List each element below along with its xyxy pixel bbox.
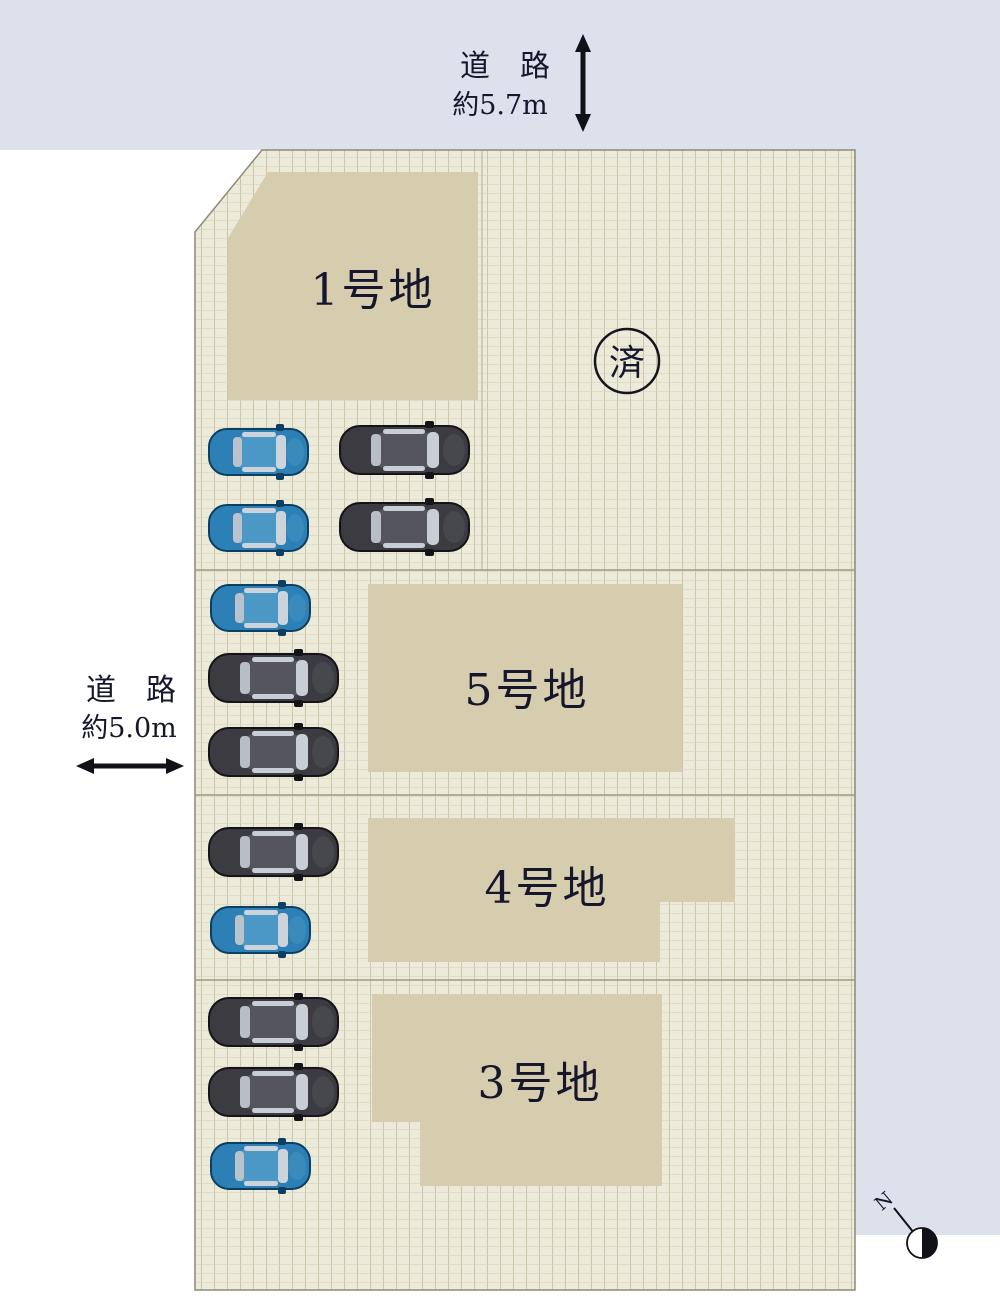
top-road-arrow-icon: [575, 34, 591, 132]
car-dark-icon: [208, 722, 339, 782]
top-road-width: 約5.7m: [452, 90, 548, 121]
car-dark-icon: [208, 822, 339, 882]
sold-badge-circle: [593, 327, 661, 395]
car-dark-icon: [208, 992, 339, 1052]
lot-3-building: [372, 994, 662, 1186]
car-dark-icon: [208, 648, 339, 708]
car-dark-icon: [339, 420, 470, 480]
lot-5-label: 5号地: [465, 665, 590, 716]
left-road-label: 道 路 約5.0m: [76, 673, 184, 774]
sold-badge-label: 済: [609, 343, 645, 384]
top-band: [0, 0, 1000, 150]
lot-1-label: 1号地: [311, 265, 436, 316]
left-road-arrow-icon: [76, 758, 184, 774]
left-road-name: 道 路: [86, 673, 176, 708]
left-road-width: 約5.0m: [81, 713, 177, 744]
car-blue-icon: [210, 1137, 311, 1195]
car-blue-icon: [208, 499, 309, 557]
car-blue-icon: [208, 423, 309, 481]
lot-5-building: [368, 584, 682, 772]
lot-4-building: [368, 818, 735, 962]
car-dark-icon: [339, 497, 470, 557]
right-band: [855, 150, 1000, 1235]
sold-badge: 済: [593, 327, 661, 395]
car-blue-icon: [210, 901, 311, 959]
lot-1-building: [228, 172, 478, 400]
car-blue-icon: [210, 579, 311, 637]
lot-4-label: 4号地: [485, 863, 610, 914]
top-road-name: 道 路: [460, 49, 550, 84]
lot-3-label: 3号地: [478, 1058, 603, 1109]
car-dark-icon: [208, 1062, 339, 1122]
top-road-label: 道 路 約5.7m: [452, 34, 591, 132]
